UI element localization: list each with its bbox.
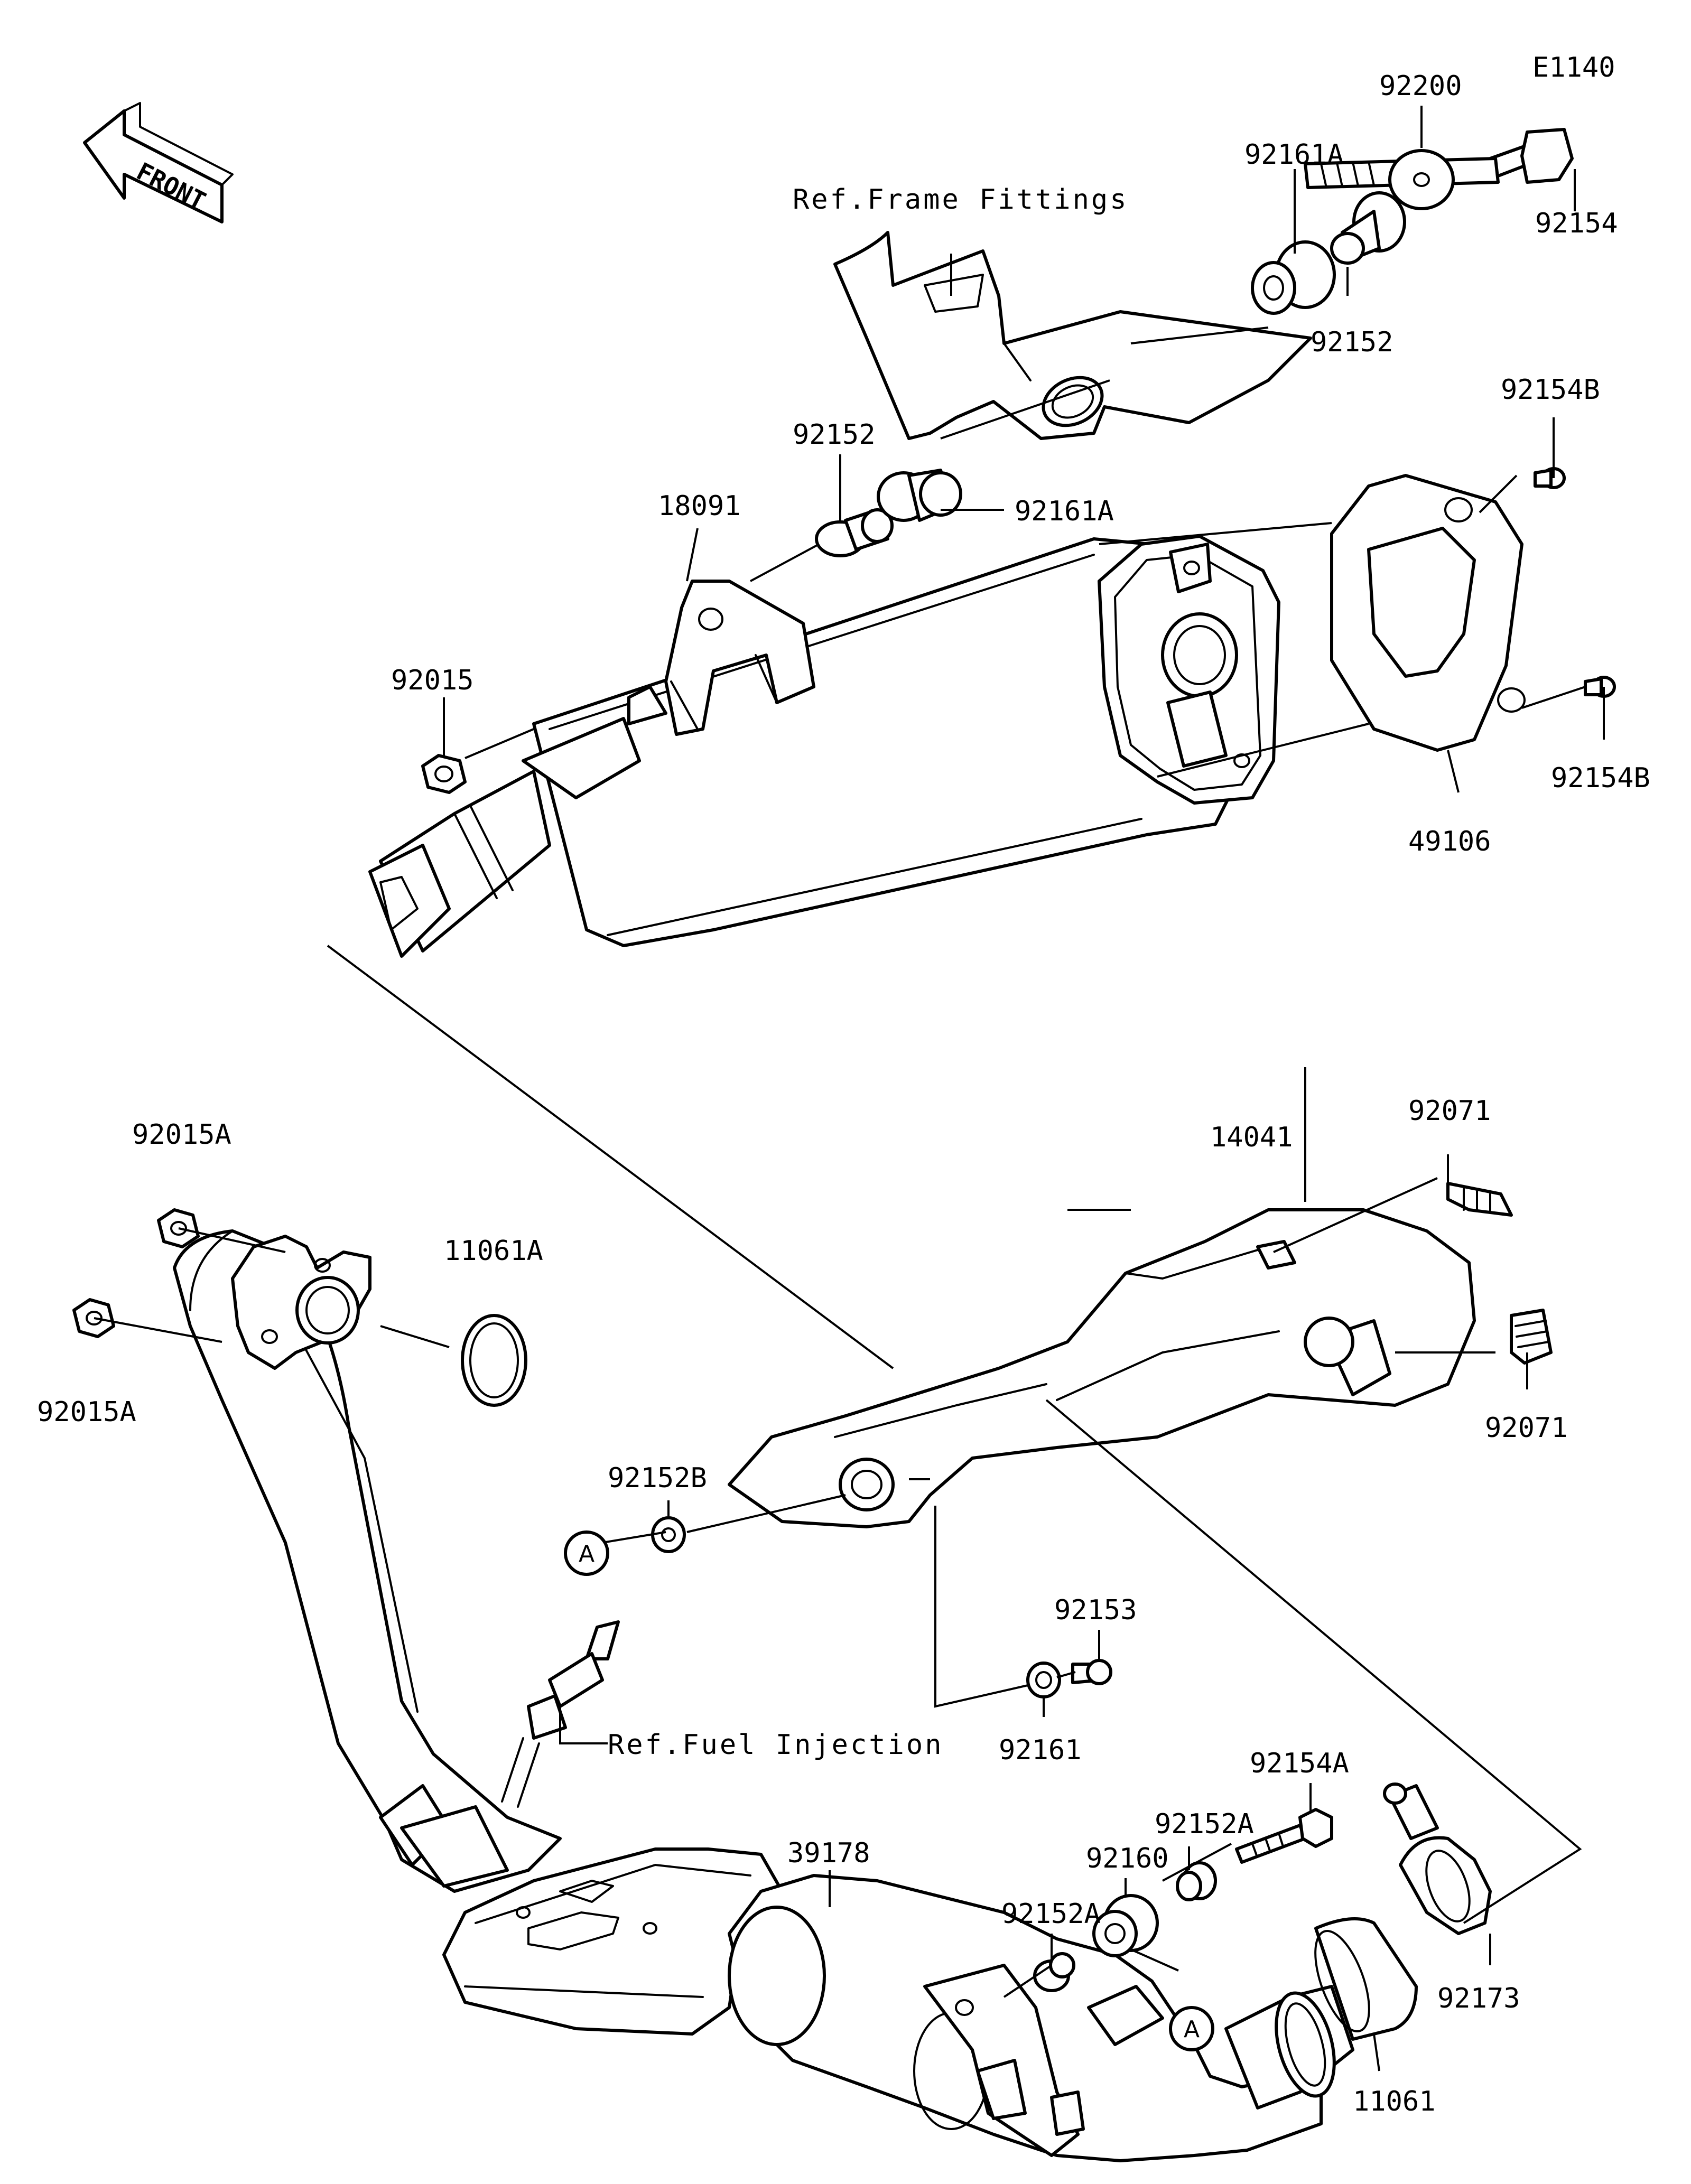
label-92152-top: 92152	[1311, 326, 1393, 358]
label-92015a-top: 92015A	[132, 1119, 231, 1151]
collar-92152-top	[1330, 191, 1406, 265]
o2-sensor	[501, 1620, 620, 1808]
bracket-18091	[664, 580, 815, 736]
clamp-92173	[1383, 1782, 1492, 1935]
clip-92071-bot	[1510, 1309, 1553, 1365]
label-92015: 92015	[391, 665, 474, 696]
muffler-end-plate	[1098, 535, 1280, 805]
washer-92152b	[651, 1516, 686, 1553]
label-39178: 39178	[787, 1837, 870, 1869]
label-92173: 92173	[1437, 1983, 1520, 2014]
label-92200: 92200	[1379, 70, 1462, 102]
bolt-92154b-bot	[1584, 676, 1616, 698]
label-92154a: 92154A	[1250, 1748, 1349, 1779]
label-11061: 11061	[1353, 2086, 1436, 2117]
label-92154b-top: 92154B	[1501, 374, 1600, 406]
ref-frame-fittings: Ref.Frame Fittings	[793, 184, 1129, 216]
label-92154-top: 92154	[1535, 208, 1618, 239]
grommet-92161	[1026, 1662, 1061, 1698]
svg-text:A: A	[1184, 2016, 1200, 2043]
nut-92015a-bot	[72, 1298, 115, 1338]
grommet-92161a-top	[1251, 240, 1336, 315]
heat-guard-14041	[728, 1208, 1476, 1528]
label-92015a-bot: 92015A	[37, 1396, 136, 1428]
label-92161a-top: 92161A	[1244, 139, 1344, 171]
grommet-92161a-mid	[877, 469, 962, 522]
frame-fittings-bracket	[833, 231, 1312, 440]
collar-92152-mid	[815, 508, 894, 557]
nut-92015a-top	[157, 1208, 200, 1248]
muffler-inlet-pipe	[368, 770, 551, 958]
exhaust-flange	[231, 1235, 371, 1370]
gasket-11061a	[461, 1314, 527, 1407]
heat-cover-49106	[1330, 474, 1526, 752]
exhaust-header-pipe	[173, 1229, 562, 1893]
silencer-pipe-39178	[728, 1874, 1323, 2162]
svg-text:A: A	[579, 1541, 594, 1567]
label-92152-mid: 92152	[793, 419, 876, 451]
leader-lines	[94, 106, 1605, 2071]
label-49106: 49106	[1408, 826, 1491, 857]
label-92071-bot: 92071	[1485, 1412, 1568, 1444]
label-92160: 92160	[1086, 1843, 1169, 1874]
bolt-92154a	[1235, 1808, 1333, 1864]
front-arrow-icon: FRONT	[83, 102, 234, 223]
ref-fuel-injection: Ref.Fuel Injection	[608, 1729, 944, 1761]
label-e1140: E1140	[1532, 52, 1615, 83]
callout-a-right: A	[1169, 2006, 1214, 2051]
label-92071-top: 92071	[1408, 1095, 1491, 1127]
callout-a-left: A	[564, 1530, 609, 1576]
grommet-92160	[1092, 1894, 1159, 1957]
bolt-92153	[1071, 1659, 1112, 1685]
label-92161: 92161	[999, 1734, 1082, 1766]
label-92152b: 92152B	[608, 1462, 707, 1494]
label-92161a-mid: 92161A	[1015, 496, 1114, 527]
collar-92152a-top	[1176, 1861, 1217, 1901]
label-18091: 18091	[658, 490, 741, 522]
washer-92200	[1388, 149, 1455, 210]
gasket-11061	[1314, 1917, 1418, 2041]
label-92153: 92153	[1054, 1594, 1137, 1626]
collar-92152a-left	[1033, 1952, 1075, 1992]
label-92154b-bot: 92154B	[1551, 762, 1650, 794]
clip-92071-top	[1446, 1182, 1513, 1217]
label-11061a: 11061A	[444, 1235, 543, 1267]
bolt-92154b-top	[1534, 467, 1566, 489]
pipe-outlet	[1224, 1985, 1354, 2110]
label-92152a-top: 92152A	[1155, 1808, 1254, 1840]
label-92152a-left: 92152A	[1001, 1898, 1101, 1930]
nut-92015	[421, 754, 467, 794]
label-14041: 14041	[1210, 1122, 1293, 1153]
